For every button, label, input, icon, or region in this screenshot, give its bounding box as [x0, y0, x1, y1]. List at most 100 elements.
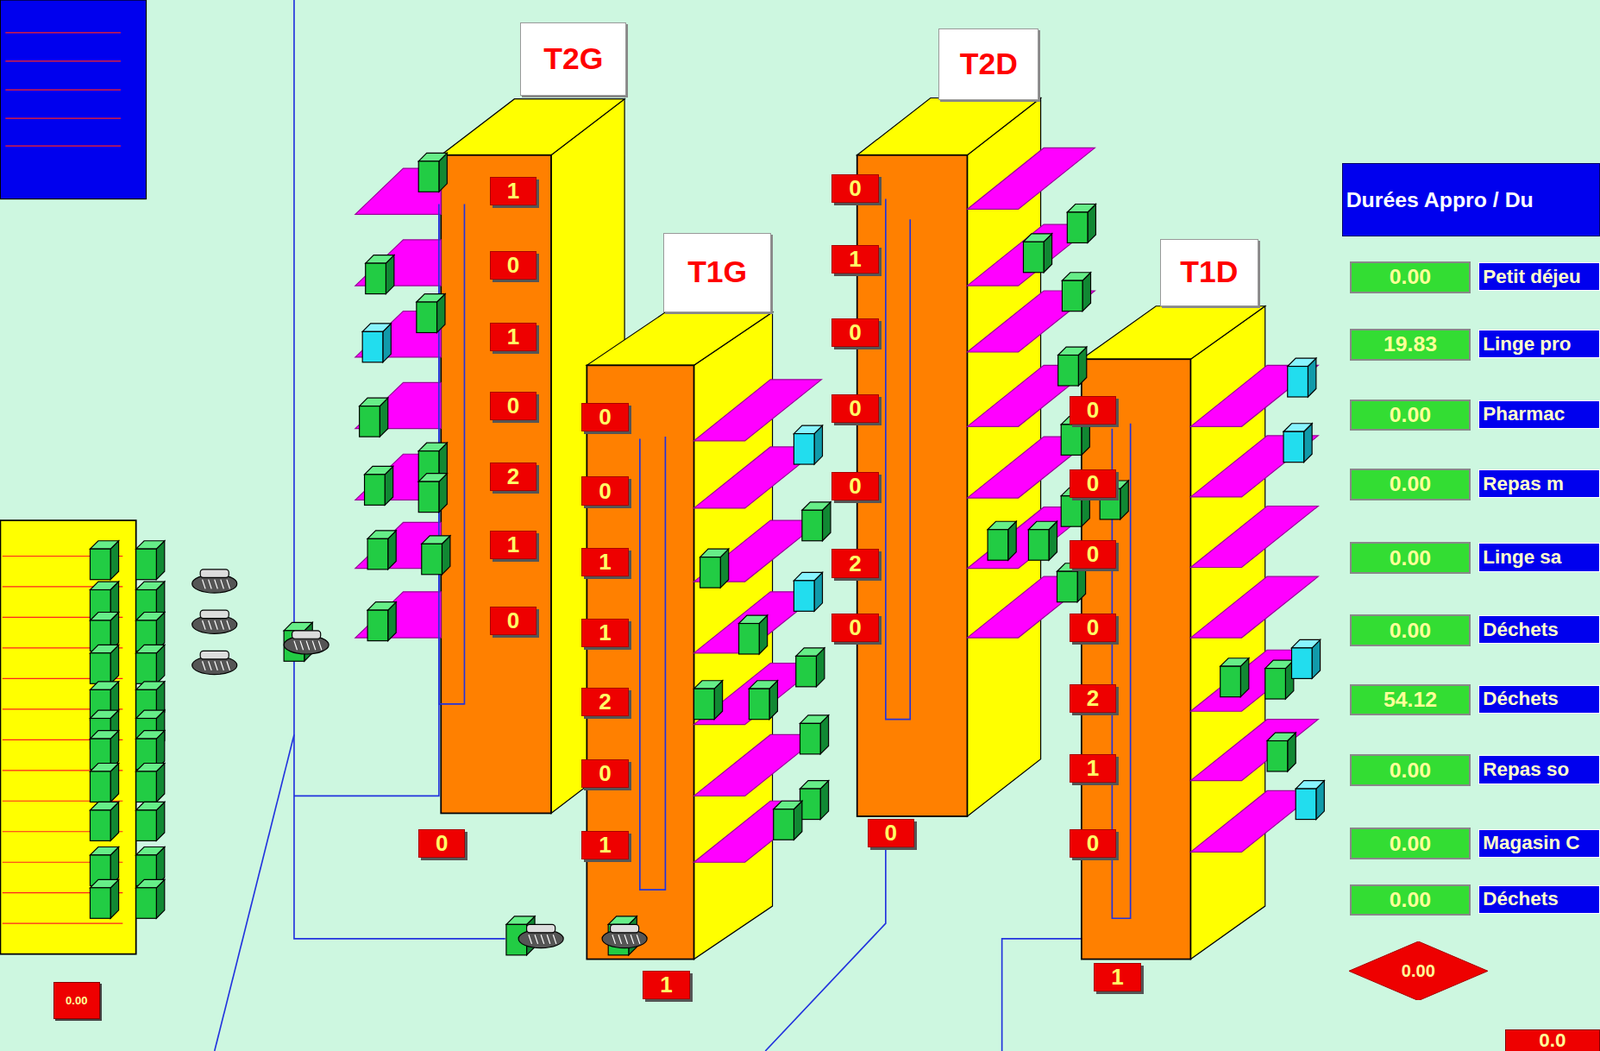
phone-keys — [214, 620, 219, 630]
floor-counter: 0 — [831, 174, 879, 203]
floor-counter: 0 — [831, 318, 879, 347]
cart-top — [362, 323, 391, 332]
cart — [367, 538, 389, 569]
floor-counter: 0 — [867, 818, 915, 848]
duration-value: 19.83 — [1349, 328, 1471, 361]
supply-label: Déchets — [1478, 884, 1600, 914]
floor-counter: 2 — [581, 687, 628, 716]
cart — [773, 809, 795, 840]
panel-header: Durées Appro / Du — [1342, 163, 1600, 237]
duration-value: 54.12 — [1349, 683, 1471, 716]
floor-counter: 0 — [489, 606, 537, 635]
node-text: Durées Appro / Du — [1346, 188, 1534, 213]
phone-keys — [208, 660, 213, 671]
cart-top — [802, 501, 831, 510]
cart-top — [793, 425, 822, 433]
floor-counter: 2 — [489, 462, 537, 491]
cart-top — [283, 621, 313, 630]
cart — [1220, 665, 1242, 697]
balcony — [1190, 506, 1318, 568]
node-text: 0 — [848, 319, 861, 346]
phone-keys — [534, 934, 539, 944]
node-text: 0 — [598, 477, 611, 505]
node-text: 0 — [1086, 470, 1099, 497]
supply-label: Linge sa — [1478, 542, 1600, 571]
node-text: 0 — [598, 403, 611, 431]
cart — [367, 609, 389, 640]
cart — [418, 161, 440, 192]
tower-front — [586, 364, 694, 959]
counter-box: 0.00 — [53, 981, 101, 1019]
cart — [1060, 424, 1082, 455]
cart-top — [418, 152, 447, 161]
node-text: Linge pro — [1482, 332, 1571, 356]
cart — [987, 529, 1009, 560]
cart — [89, 771, 111, 802]
cart — [136, 548, 157, 579]
cart-top — [1287, 357, 1317, 366]
phone-keys — [208, 620, 213, 630]
cart-top — [136, 612, 165, 621]
phone-handset — [200, 569, 229, 578]
cart-top — [418, 473, 447, 482]
node-text: 1 — [598, 619, 611, 647]
duration-value: 0.00 — [1349, 541, 1471, 574]
floor-counter: 1 — [642, 970, 690, 999]
cart — [748, 688, 770, 719]
tower-label: T1D — [1160, 238, 1259, 307]
cart — [1267, 740, 1288, 772]
cart — [800, 788, 822, 819]
node-text: 0 — [848, 395, 861, 422]
node-text: 1 — [598, 548, 611, 576]
cart-top — [1283, 423, 1312, 432]
duration-value: 0.00 — [1349, 261, 1471, 294]
cart-top — [1022, 233, 1052, 242]
tower-label: T2G — [520, 22, 627, 96]
node-text: Magasin C — [1482, 831, 1580, 854]
node-text: 0 — [1086, 396, 1099, 424]
phone-keys — [300, 640, 304, 651]
node-text: 0.00 — [1389, 618, 1431, 643]
cart-top — [89, 581, 119, 590]
cart — [359, 406, 381, 437]
floor-counter: 0 — [831, 394, 879, 423]
cart — [1066, 212, 1088, 243]
cart-top — [89, 878, 119, 887]
phone-keys — [540, 934, 545, 944]
cart — [739, 623, 760, 654]
cart-top — [89, 612, 119, 621]
cart-top — [1028, 520, 1057, 529]
node-text: 1 — [507, 177, 520, 205]
cart-top — [136, 709, 165, 718]
node-text: 1 — [507, 531, 520, 559]
cart-top — [364, 465, 394, 474]
node-text: 0.00 — [1389, 471, 1431, 496]
cart — [136, 809, 157, 841]
node-text: 2 — [507, 463, 520, 490]
node-text: 2 — [598, 688, 611, 716]
phone-keys — [202, 620, 207, 630]
floor-counter: 0 — [1069, 469, 1117, 498]
floor-counter: 0 — [581, 476, 628, 505]
node-text: 0 — [1086, 829, 1099, 857]
cart — [89, 652, 111, 684]
duration-value: 0.00 — [1349, 468, 1471, 501]
phone-keys — [624, 934, 628, 944]
cart — [421, 543, 443, 574]
phone-keys — [528, 934, 533, 944]
node-text: T2G — [543, 41, 603, 77]
node-text: 0.00 — [1389, 264, 1431, 289]
cart-top — [89, 846, 119, 854]
phone-handset — [200, 650, 229, 659]
phone-keys — [306, 640, 310, 651]
phone-keys — [318, 640, 322, 651]
cart — [89, 809, 111, 841]
phone-keys — [552, 934, 557, 944]
cart-top — [1267, 732, 1296, 741]
supply-label: Repas so — [1478, 754, 1600, 784]
wire — [214, 734, 295, 1051]
node-text: 1 — [507, 323, 520, 351]
wire — [640, 436, 666, 890]
floor-counter: 1 — [1069, 753, 1117, 783]
